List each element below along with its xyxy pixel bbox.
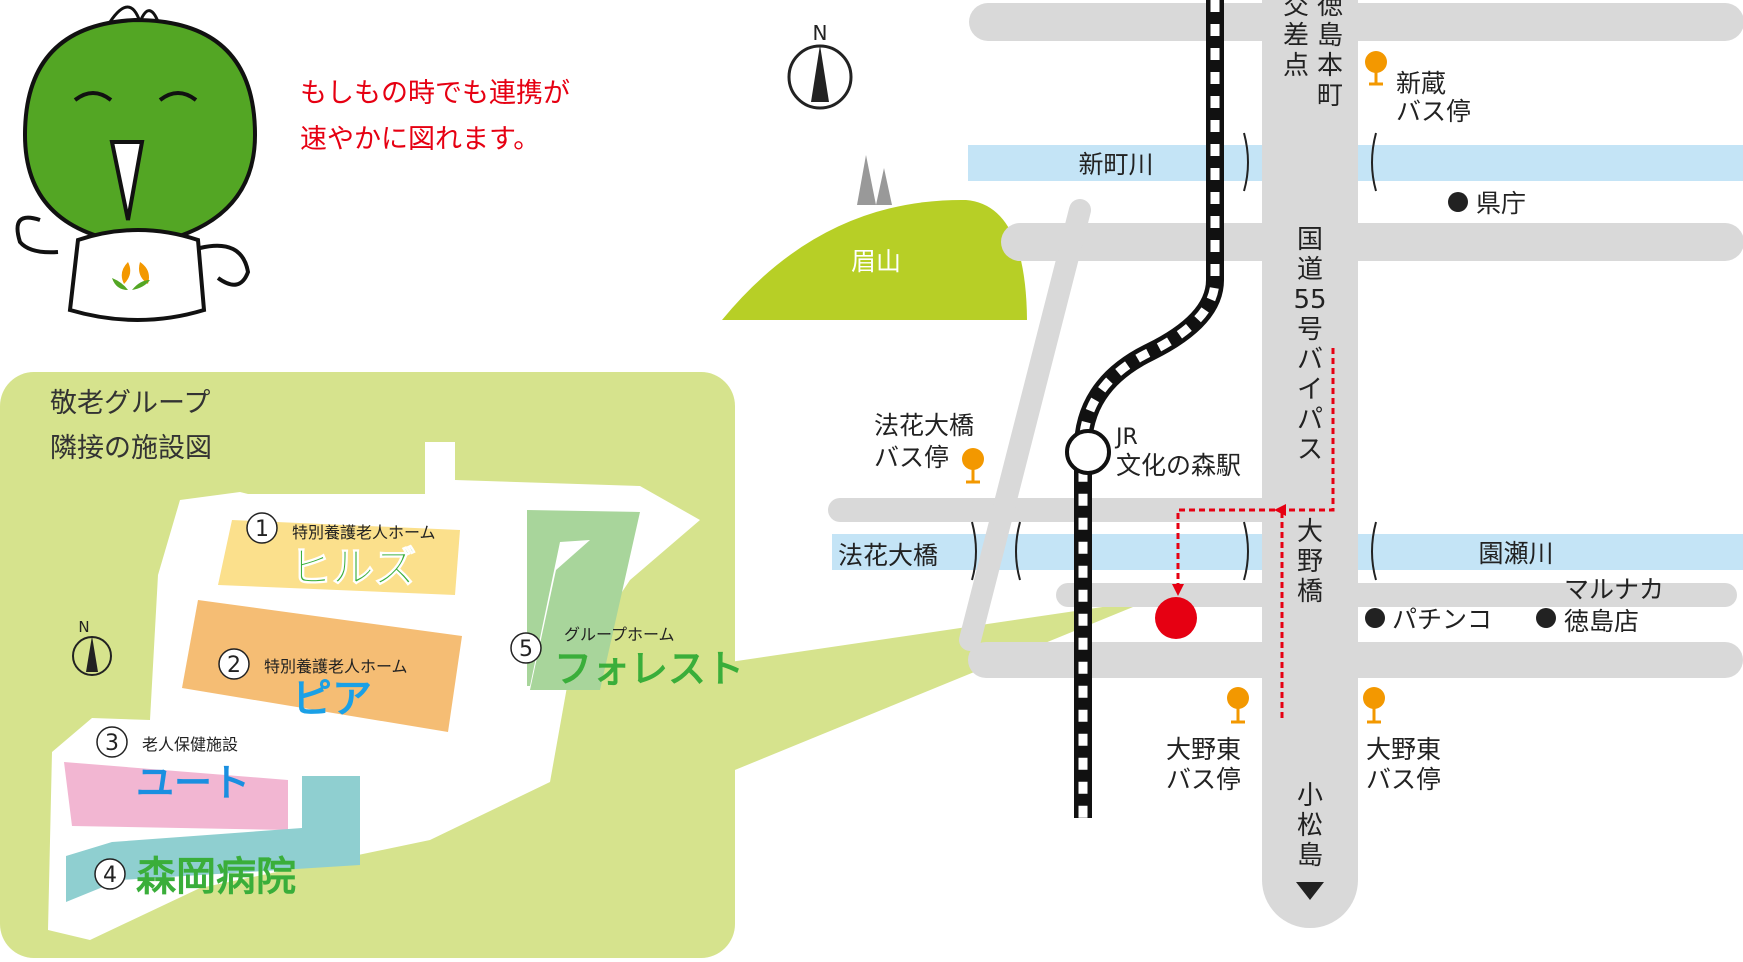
jr-railway bbox=[1073, 0, 1224, 818]
svg-text:新蔵: 新蔵 bbox=[1396, 69, 1446, 98]
station-line2: 文化の森駅 bbox=[1116, 451, 1241, 480]
building-yuto bbox=[64, 762, 288, 830]
svg-text:バス停: バス停 bbox=[874, 443, 949, 472]
svg-text:イ: イ bbox=[1297, 375, 1323, 405]
station-icon bbox=[1065, 429, 1111, 475]
svg-text:本: 本 bbox=[1317, 51, 1343, 81]
facility-inset: 敬老グループ 隣接の施設図 N 1 特別養護老人ホーム ヒルズ 2 特別養護老人… bbox=[0, 372, 1150, 958]
map-north-label: N bbox=[813, 21, 828, 45]
svg-text:野: 野 bbox=[1297, 547, 1323, 577]
svg-text:法花大橋: 法花大橋 bbox=[874, 411, 974, 440]
bus-stop-ohnohigashi-west: 大野東 バス停 bbox=[1166, 687, 1249, 794]
svg-text:号: 号 bbox=[1297, 315, 1323, 345]
label-route55: 国 道 55 号 バ イ パ ス bbox=[1293, 225, 1326, 465]
svg-text:パチンコ: パチンコ bbox=[1392, 605, 1492, 634]
svg-text:徳島店: 徳島店 bbox=[1564, 607, 1639, 636]
facility-3-number: 3 bbox=[105, 731, 119, 756]
svg-text:町: 町 bbox=[1317, 81, 1343, 111]
svg-text:バス停: バス停 bbox=[1396, 97, 1471, 126]
station-bunkanomori: JR 文化の森駅 bbox=[1065, 425, 1241, 480]
landmark-pachinko: パチンコ bbox=[1365, 605, 1492, 634]
facility-3-name: ユート bbox=[136, 761, 250, 805]
facility-3-type: 老人保健施設 bbox=[142, 735, 238, 754]
svg-text:差: 差 bbox=[1283, 21, 1309, 51]
svg-text:松: 松 bbox=[1297, 811, 1323, 841]
facility-5: 5 グループホーム フォレスト bbox=[510, 625, 744, 691]
facility-5-number: 5 bbox=[519, 637, 533, 662]
road-network bbox=[828, 0, 1743, 928]
svg-text:小: 小 bbox=[1297, 781, 1323, 811]
svg-text:島: 島 bbox=[1317, 21, 1343, 51]
label-tokushima-honcho: 徳 島 本 町 交 差 点 bbox=[1283, 0, 1343, 111]
label-komatsushima: 小 松 島 bbox=[1297, 781, 1323, 871]
facility-1-number: 1 bbox=[255, 517, 269, 542]
facility-1-name: ヒルズ bbox=[290, 543, 416, 592]
facility-1: 1 特別養護老人ホーム ヒルズ bbox=[246, 512, 436, 593]
facility-3: 3 老人保健施設 ユート bbox=[96, 726, 250, 805]
building-hills bbox=[218, 520, 460, 595]
bridge-markers bbox=[971, 132, 1377, 581]
inset-title-line1: 敬老グループ bbox=[50, 388, 210, 419]
svg-text:マルナカ: マルナカ bbox=[1564, 575, 1664, 604]
svg-text:バス停: バス停 bbox=[1366, 765, 1441, 794]
svg-text:国: 国 bbox=[1297, 225, 1323, 255]
svg-text:県庁: 県庁 bbox=[1476, 189, 1526, 218]
facility-4-number: 4 bbox=[103, 863, 117, 888]
access-route bbox=[1176, 348, 1335, 590]
facility-5-type: グループホーム bbox=[564, 625, 675, 644]
mascot-body bbox=[67, 228, 207, 322]
inset-title-line2: 隣接の施設図 bbox=[50, 433, 212, 464]
building-pia bbox=[182, 600, 462, 732]
svg-text:交: 交 bbox=[1283, 0, 1309, 21]
svg-text:バ: バ bbox=[1297, 345, 1323, 375]
svg-text:島: 島 bbox=[1297, 841, 1323, 871]
bus-stop-shinkura: 新蔵 バス停 bbox=[1365, 51, 1471, 126]
building-forest bbox=[527, 510, 640, 690]
facility-5-name: フォレスト bbox=[554, 647, 744, 691]
mascot-beak bbox=[109, 140, 145, 221]
facility-4-name: 森岡病院 bbox=[136, 854, 296, 900]
svg-text:道: 道 bbox=[1297, 255, 1323, 285]
bridge-hokeohashi-label: 法花大橋 bbox=[838, 541, 938, 570]
facility-2: 2 特別養護老人ホーム ピア bbox=[218, 648, 408, 722]
area-map: N 眉山 bbox=[722, 0, 1743, 928]
facility-2-number: 2 bbox=[227, 653, 241, 678]
mascot-character bbox=[15, 5, 258, 322]
mountain-bizan: 眉山 bbox=[722, 155, 1027, 320]
svg-text:大野東: 大野東 bbox=[1166, 735, 1241, 764]
facility-2-type: 特別養護老人ホーム bbox=[264, 657, 408, 676]
river-sonose-label: 園瀬川 bbox=[1478, 539, 1553, 568]
slogan-line1: もしもの時でも連携が bbox=[300, 78, 570, 109]
svg-text:徳: 徳 bbox=[1317, 0, 1343, 21]
svg-text:橋: 橋 bbox=[1297, 577, 1323, 607]
building-morioka-hospital bbox=[66, 776, 360, 902]
svg-text:55: 55 bbox=[1293, 285, 1326, 315]
svg-text:バス停: バス停 bbox=[1166, 765, 1241, 794]
map-north-compass: N bbox=[787, 21, 853, 110]
facility-4: 4 森岡病院 bbox=[94, 854, 296, 900]
inset-north-label: N bbox=[78, 618, 89, 636]
mountain-label: 眉山 bbox=[851, 247, 901, 276]
direction-arrow-south bbox=[1296, 882, 1324, 900]
svg-text:大: 大 bbox=[1297, 517, 1323, 547]
label-ohnobashi: 大 野 橋 bbox=[1297, 517, 1323, 607]
destination-marker bbox=[1155, 597, 1197, 639]
inset-north-compass: N bbox=[72, 618, 112, 676]
svg-text:ス: ス bbox=[1297, 435, 1323, 465]
facility-2-name: ピア bbox=[292, 676, 372, 722]
bus-stop-ohnohigashi-east: 大野東 バス停 bbox=[1363, 687, 1441, 794]
landmark-marunaka: マルナカ 徳島店 bbox=[1536, 575, 1664, 636]
facility-1-type: 特別養護老人ホーム bbox=[292, 523, 436, 542]
mascot-head bbox=[22, 17, 258, 248]
landmark-kencho: 県庁 bbox=[1448, 189, 1526, 218]
svg-text:大野東: 大野東 bbox=[1366, 735, 1441, 764]
slogan-line2: 速やかに図れます。 bbox=[300, 124, 540, 155]
bus-stop-hokeohashi: 法花大橋 バス停 bbox=[874, 411, 984, 484]
river-shinmachi-label: 新町川 bbox=[1078, 150, 1153, 179]
route-arrow-down bbox=[1172, 584, 1184, 596]
svg-text:パ: パ bbox=[1297, 405, 1323, 435]
svg-text:点: 点 bbox=[1283, 51, 1309, 81]
station-line1: JR bbox=[1114, 425, 1138, 450]
